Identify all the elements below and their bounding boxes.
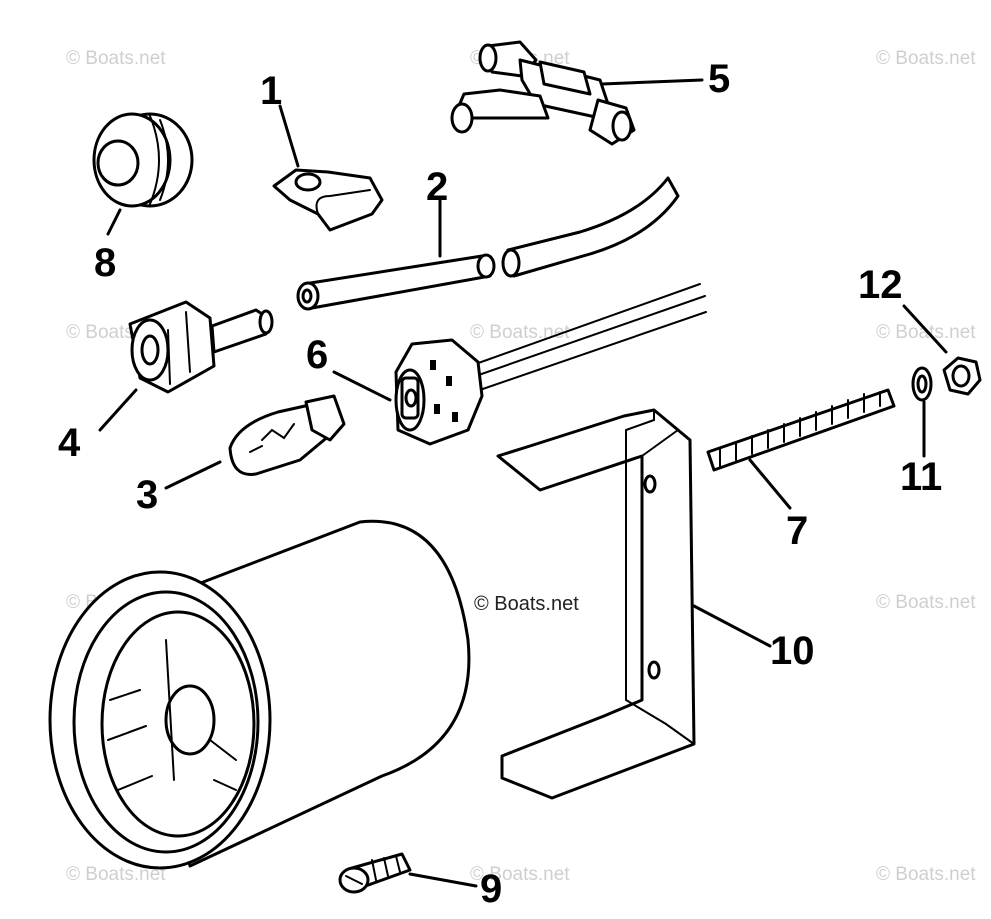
watermark: © Boats.net [876, 592, 976, 613]
callout-5: 5 [708, 57, 730, 101]
callout-2: 2 [426, 165, 448, 209]
callout-1: 1 [260, 69, 282, 113]
part-socket [394, 283, 707, 446]
part-hose [296, 176, 680, 311]
watermark-center: © Boats.net [474, 593, 579, 615]
callout-3: 3 [136, 473, 158, 517]
part-threaded-rod [706, 388, 896, 472]
callout-12: 12 [858, 263, 903, 307]
watermark: © Boats.net [876, 48, 976, 69]
callout-8: 8 [94, 241, 116, 285]
watermark: © Boats.net [66, 48, 166, 69]
callout-7: 7 [786, 509, 808, 553]
callout-4: 4 [58, 421, 81, 465]
callout-6: 6 [306, 333, 328, 377]
watermark: © Boats.net [470, 864, 570, 885]
watermark: © Boats.net [470, 322, 570, 343]
part-tee-fitting [450, 40, 636, 146]
part-screw [338, 852, 412, 894]
part-clamp [272, 168, 384, 232]
callout-11: 11 [900, 455, 942, 499]
leader-lines [98, 78, 948, 888]
part-bulb [228, 394, 346, 476]
part-bracket [496, 408, 696, 800]
watermark: © Boats.net [876, 322, 976, 343]
part-nut [942, 356, 982, 396]
callout-9: 9 [480, 867, 502, 911]
callout-labels: 1 2 3 4 5 6 7 8 9 10 11 12 [58, 57, 942, 911]
watermark: © Boats.net [876, 864, 976, 885]
part-lockwasher [911, 366, 933, 402]
part-gauge [48, 519, 471, 870]
part-grommet [92, 112, 194, 208]
part-fitting [128, 300, 274, 394]
watermark: © Boats.net [66, 864, 166, 885]
callout-10: 10 [770, 629, 815, 673]
